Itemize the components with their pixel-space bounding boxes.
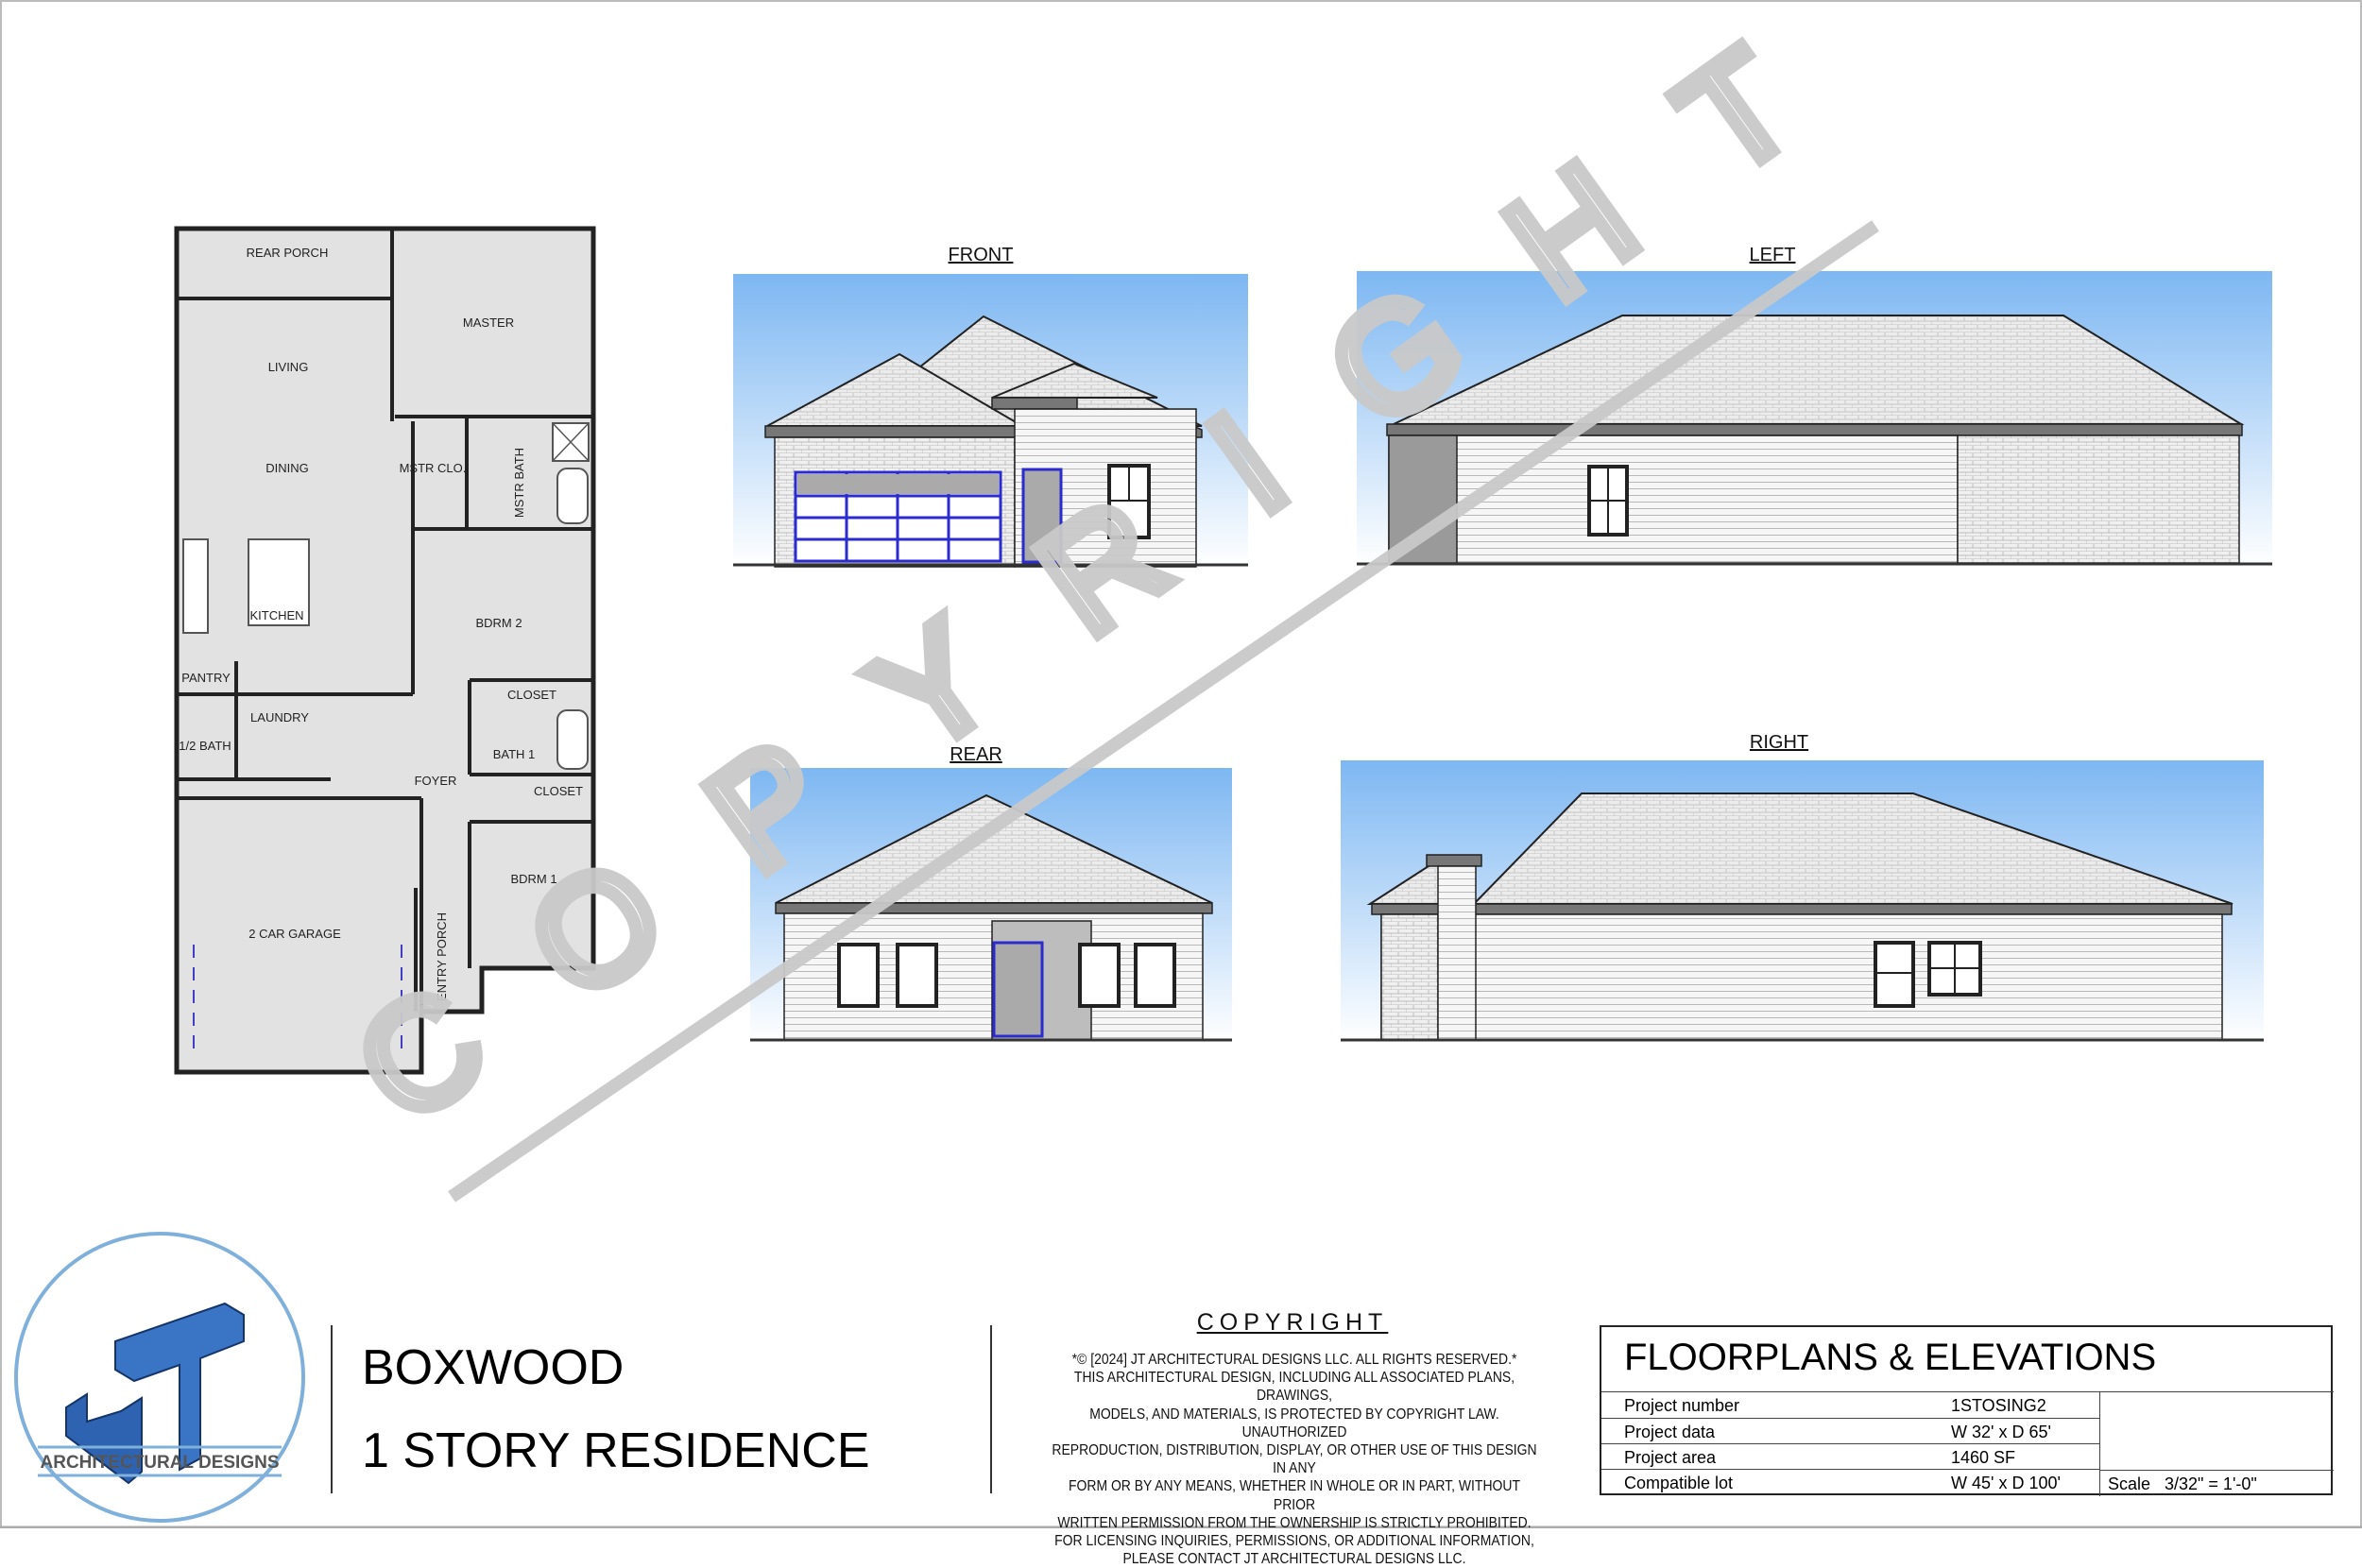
room-label: LAUNDRY: [250, 710, 309, 724]
scale-label: Scale: [2108, 1474, 2151, 1493]
logo-letter-j: [65, 1392, 143, 1485]
company-logo: ARCHITECTURAL DESIGNS: [14, 1232, 305, 1523]
bathtub-icon: [556, 468, 589, 524]
row-value: 1STOSING2: [1951, 1396, 2046, 1415]
logo-letter-t: [114, 1302, 245, 1472]
kitchen-island: [248, 538, 310, 626]
project-name: BOXWOOD: [362, 1340, 625, 1395]
copyright-notice: *© [2024] JT ARCHITECTURAL DESIGNS LLC. …: [1048, 1351, 1541, 1568]
room-label: PANTRY: [181, 671, 231, 685]
copyright-line: WRITTEN PERMISSION FROM THE OWNERSHIP IS…: [1057, 1514, 1532, 1531]
title-block-row: Project number 1STOSING2: [1601, 1391, 2099, 1418]
room-label: BDRM 1: [510, 872, 556, 886]
row-label: Compatible lot: [1624, 1474, 1734, 1492]
room-label: DINING: [265, 461, 309, 475]
copyright-line: *© [2024] JT ARCHITECTURAL DESIGNS LLC. …: [1071, 1352, 1517, 1368]
room-label: LIVING: [268, 360, 309, 374]
interior-walls: [177, 229, 593, 1072]
room-label: KITCHEN: [249, 608, 303, 622]
scale-value: 3/32" = 1'-0": [2165, 1474, 2257, 1493]
copyright-line: THIS ARCHITECTURAL DESIGN, INCLUDING ALL…: [1073, 1370, 1515, 1405]
room-label: 2 CAR GARAGE: [248, 927, 341, 941]
front-door: [1021, 468, 1063, 564]
room-label: 1/2 BATH: [179, 739, 231, 753]
row-value: 1460 SF: [1951, 1448, 2016, 1467]
room-label: CLOSET: [507, 688, 556, 702]
front-elevation: FRONT: [733, 245, 1248, 568]
bathtub-icon: [556, 709, 589, 770]
view-label-rear: REAR: [950, 744, 1002, 765]
project-type: 1 STORY RESIDENCE: [362, 1423, 870, 1478]
room-label: ENTRY PORCH: [435, 912, 449, 1001]
rear-elevation: REAR: [750, 744, 1232, 1042]
view-label-right: RIGHT: [1750, 732, 1808, 753]
room-label: REAR PORCH: [247, 246, 329, 260]
copyright-line: REPRODUCTION, DISTRIBUTION, DISPLAY, OR …: [1052, 1442, 1537, 1477]
row-label: Project number: [1624, 1396, 1740, 1415]
row-label: Project data: [1624, 1423, 1716, 1441]
row-label: Project area: [1624, 1448, 1717, 1467]
rear-windows: [837, 943, 1176, 1008]
kitchen-counter: [182, 538, 209, 634]
drawing-sheet: REAR PORCH MASTER LIVING DINING MSTR CLO…: [0, 0, 2362, 1528]
copyright-heading: COPYRIGHT: [1196, 1309, 1389, 1336]
room-label: BATH 1: [493, 747, 536, 761]
room-label: FOYER: [415, 774, 457, 788]
scale-cell: Scale 3/32" = 1'-0": [2100, 1470, 2334, 1496]
copyright-line: FORM OR BY ANY MEANS, WHETHER IN WHOLE O…: [1069, 1478, 1520, 1513]
room-label: MSTR CLO.: [400, 461, 467, 475]
garage-door-line: [193, 945, 402, 1058]
room-label: MASTER: [463, 315, 514, 330]
title-block-title: FLOORPLANS & ELEVATIONS: [1624, 1337, 2157, 1378]
logo-subtitle: ARCHITECTURAL DESIGNS: [41, 1453, 280, 1473]
rear-door: [992, 941, 1044, 1038]
title-block-row: Project data W 32' x D 65': [1601, 1418, 2099, 1444]
view-label-front: FRONT: [949, 245, 1014, 265]
window: [1874, 941, 1915, 1008]
room-label: BDRM 2: [475, 616, 522, 630]
room-label: CLOSET: [534, 784, 583, 798]
room-label: MSTR BATH: [512, 448, 526, 518]
copyright-line: FOR LICENSING INQUIRIES, PERMISSIONS, OR…: [1054, 1533, 1534, 1550]
copyright-line: MODELS, AND MATERIALS, IS PROTECTED BY C…: [1089, 1406, 1499, 1440]
row-value: W 45' x D 100': [1951, 1474, 2061, 1492]
plan-outline: [174, 226, 596, 1075]
title-block: FLOORPLANS & ELEVATIONS Project number 1…: [1600, 1325, 2334, 1496]
row-value: W 32' x D 65': [1951, 1423, 2051, 1441]
title-block-side: Scale 3/32" = 1'-0": [2099, 1391, 2334, 1496]
title-block-row: Project area 1460 SF: [1601, 1443, 2099, 1470]
title-block-row: Compatible lot W 45' x D 100': [1601, 1469, 2099, 1495]
copyright-line: PLEASE CONTACT JT ARCHITECTURAL DESIGNS …: [1122, 1551, 1466, 1568]
left-elevation: LEFT: [1357, 245, 2272, 566]
floor-plan: REAR PORCH MASTER LIVING DINING MSTR CLO…: [174, 226, 596, 1075]
view-label-left: LEFT: [1750, 245, 1796, 265]
right-elevation: RIGHT: [1341, 732, 2264, 1042]
